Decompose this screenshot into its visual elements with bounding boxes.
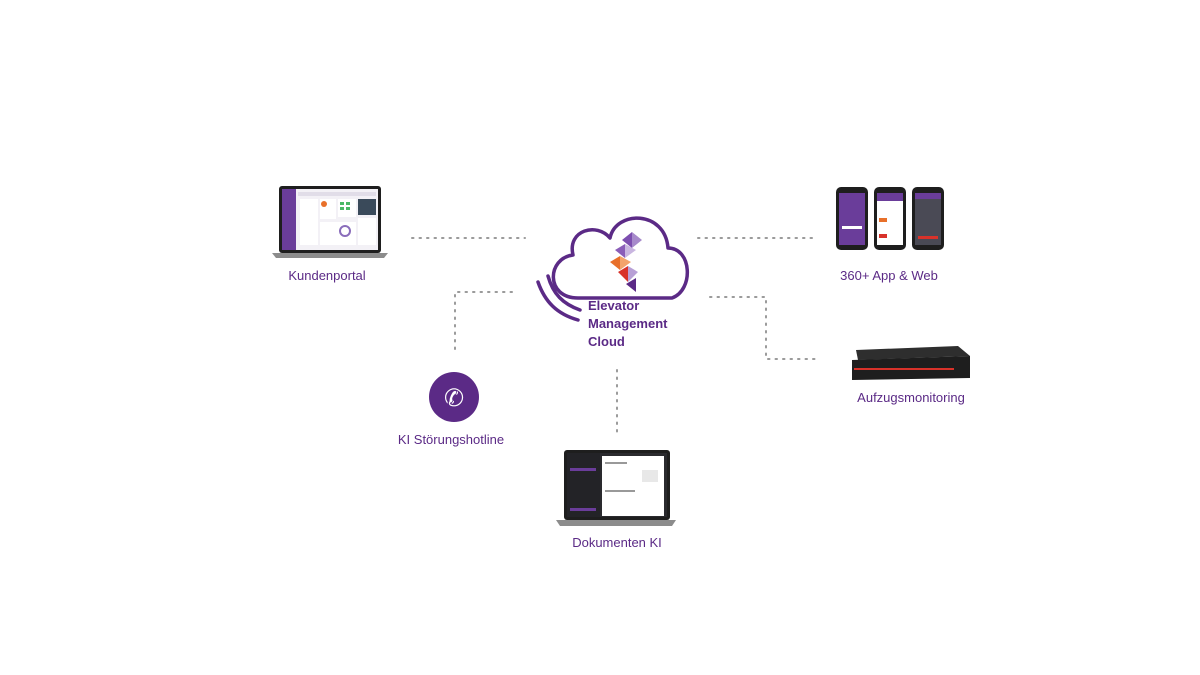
label-hotline: KI Störungshotline (397, 432, 505, 447)
svg-text:✆: ✆ (444, 384, 464, 412)
cloud-title: Elevator Management Cloud (588, 297, 667, 351)
label-app-web: 360+ App & Web (840, 268, 938, 283)
cloud-title-line-1: Elevator (588, 298, 640, 313)
connector-hotline (454, 291, 513, 353)
laptop-document-icon (556, 450, 676, 526)
monitoring-device-icon (852, 346, 970, 380)
phone-icon: ✆ (429, 372, 479, 422)
label-kundenportal: Kundenportal (288, 268, 366, 283)
label-documents: Dokumenten KI (572, 535, 662, 550)
smartphones-icon (836, 187, 944, 250)
laptop-dashboard-icon (272, 186, 388, 258)
logo-icon (610, 232, 642, 292)
label-monitoring: Aufzugsmonitoring (857, 390, 965, 405)
connector-monitoring (709, 296, 819, 360)
cloud-title-line-2: Management (588, 316, 668, 331)
cloud-title-line-3: Cloud (588, 334, 625, 349)
